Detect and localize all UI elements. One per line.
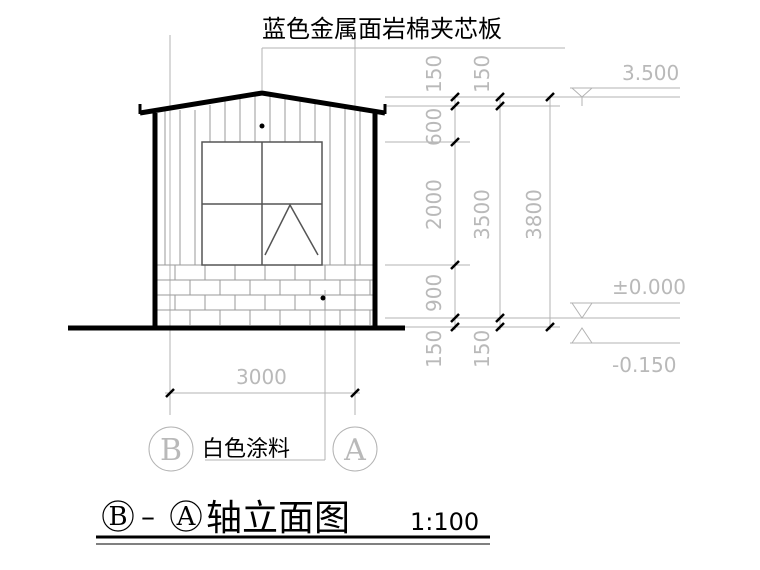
title-axis-to: A bbox=[176, 502, 197, 532]
vertical-dimension-lines bbox=[454, 97, 551, 330]
dim-900: 900 bbox=[422, 274, 446, 312]
material-label-bottom: 白色涂料 bbox=[202, 437, 290, 462]
elevation-bottom: -0.150 bbox=[612, 353, 676, 377]
elevation-symbol-top bbox=[570, 87, 680, 106]
title-name: 轴立面图 bbox=[206, 498, 350, 539]
axis-bubble-a-label: A bbox=[343, 433, 366, 468]
dim-3000: 3000 bbox=[236, 365, 287, 389]
dim-600: 600 bbox=[422, 108, 446, 146]
drawing-title: B – A 轴立面图 1:100 bbox=[96, 498, 490, 545]
building-outline bbox=[68, 90, 405, 331]
marker-dot bbox=[320, 295, 326, 301]
door bbox=[201, 141, 323, 266]
extension-lines bbox=[96, 35, 680, 538]
elevation-top: 3.500 bbox=[622, 61, 679, 85]
axis-bubble-a: A bbox=[332, 426, 378, 472]
metal-siding-panel bbox=[164, 95, 361, 265]
dim-150-top-2: 150 bbox=[470, 55, 494, 93]
elevation-ground: ±0.000 bbox=[612, 275, 686, 299]
dim-150-top: 150 bbox=[422, 55, 446, 93]
dim-150-bottom-2: 150 bbox=[470, 330, 494, 368]
title-dash: – bbox=[141, 500, 155, 533]
marker-dot bbox=[259, 123, 265, 129]
dim-2000: 2000 bbox=[422, 179, 446, 230]
brick-base bbox=[155, 264, 375, 325]
dim-3800: 3800 bbox=[522, 189, 546, 240]
material-label-top: 蓝色金属面岩棉夹芯板 bbox=[262, 15, 502, 43]
title-scale: 1:100 bbox=[410, 508, 479, 536]
dim-3500: 3500 bbox=[470, 189, 494, 240]
axis-bubble-b-label: B bbox=[160, 433, 182, 468]
dimension-ticks bbox=[165, 92, 555, 398]
dim-150-bottom: 150 bbox=[422, 330, 446, 368]
elevation-symbol-ground bbox=[570, 302, 680, 344]
title-axis-from: B bbox=[108, 502, 127, 532]
axis-bubble-b: B bbox=[148, 426, 194, 472]
